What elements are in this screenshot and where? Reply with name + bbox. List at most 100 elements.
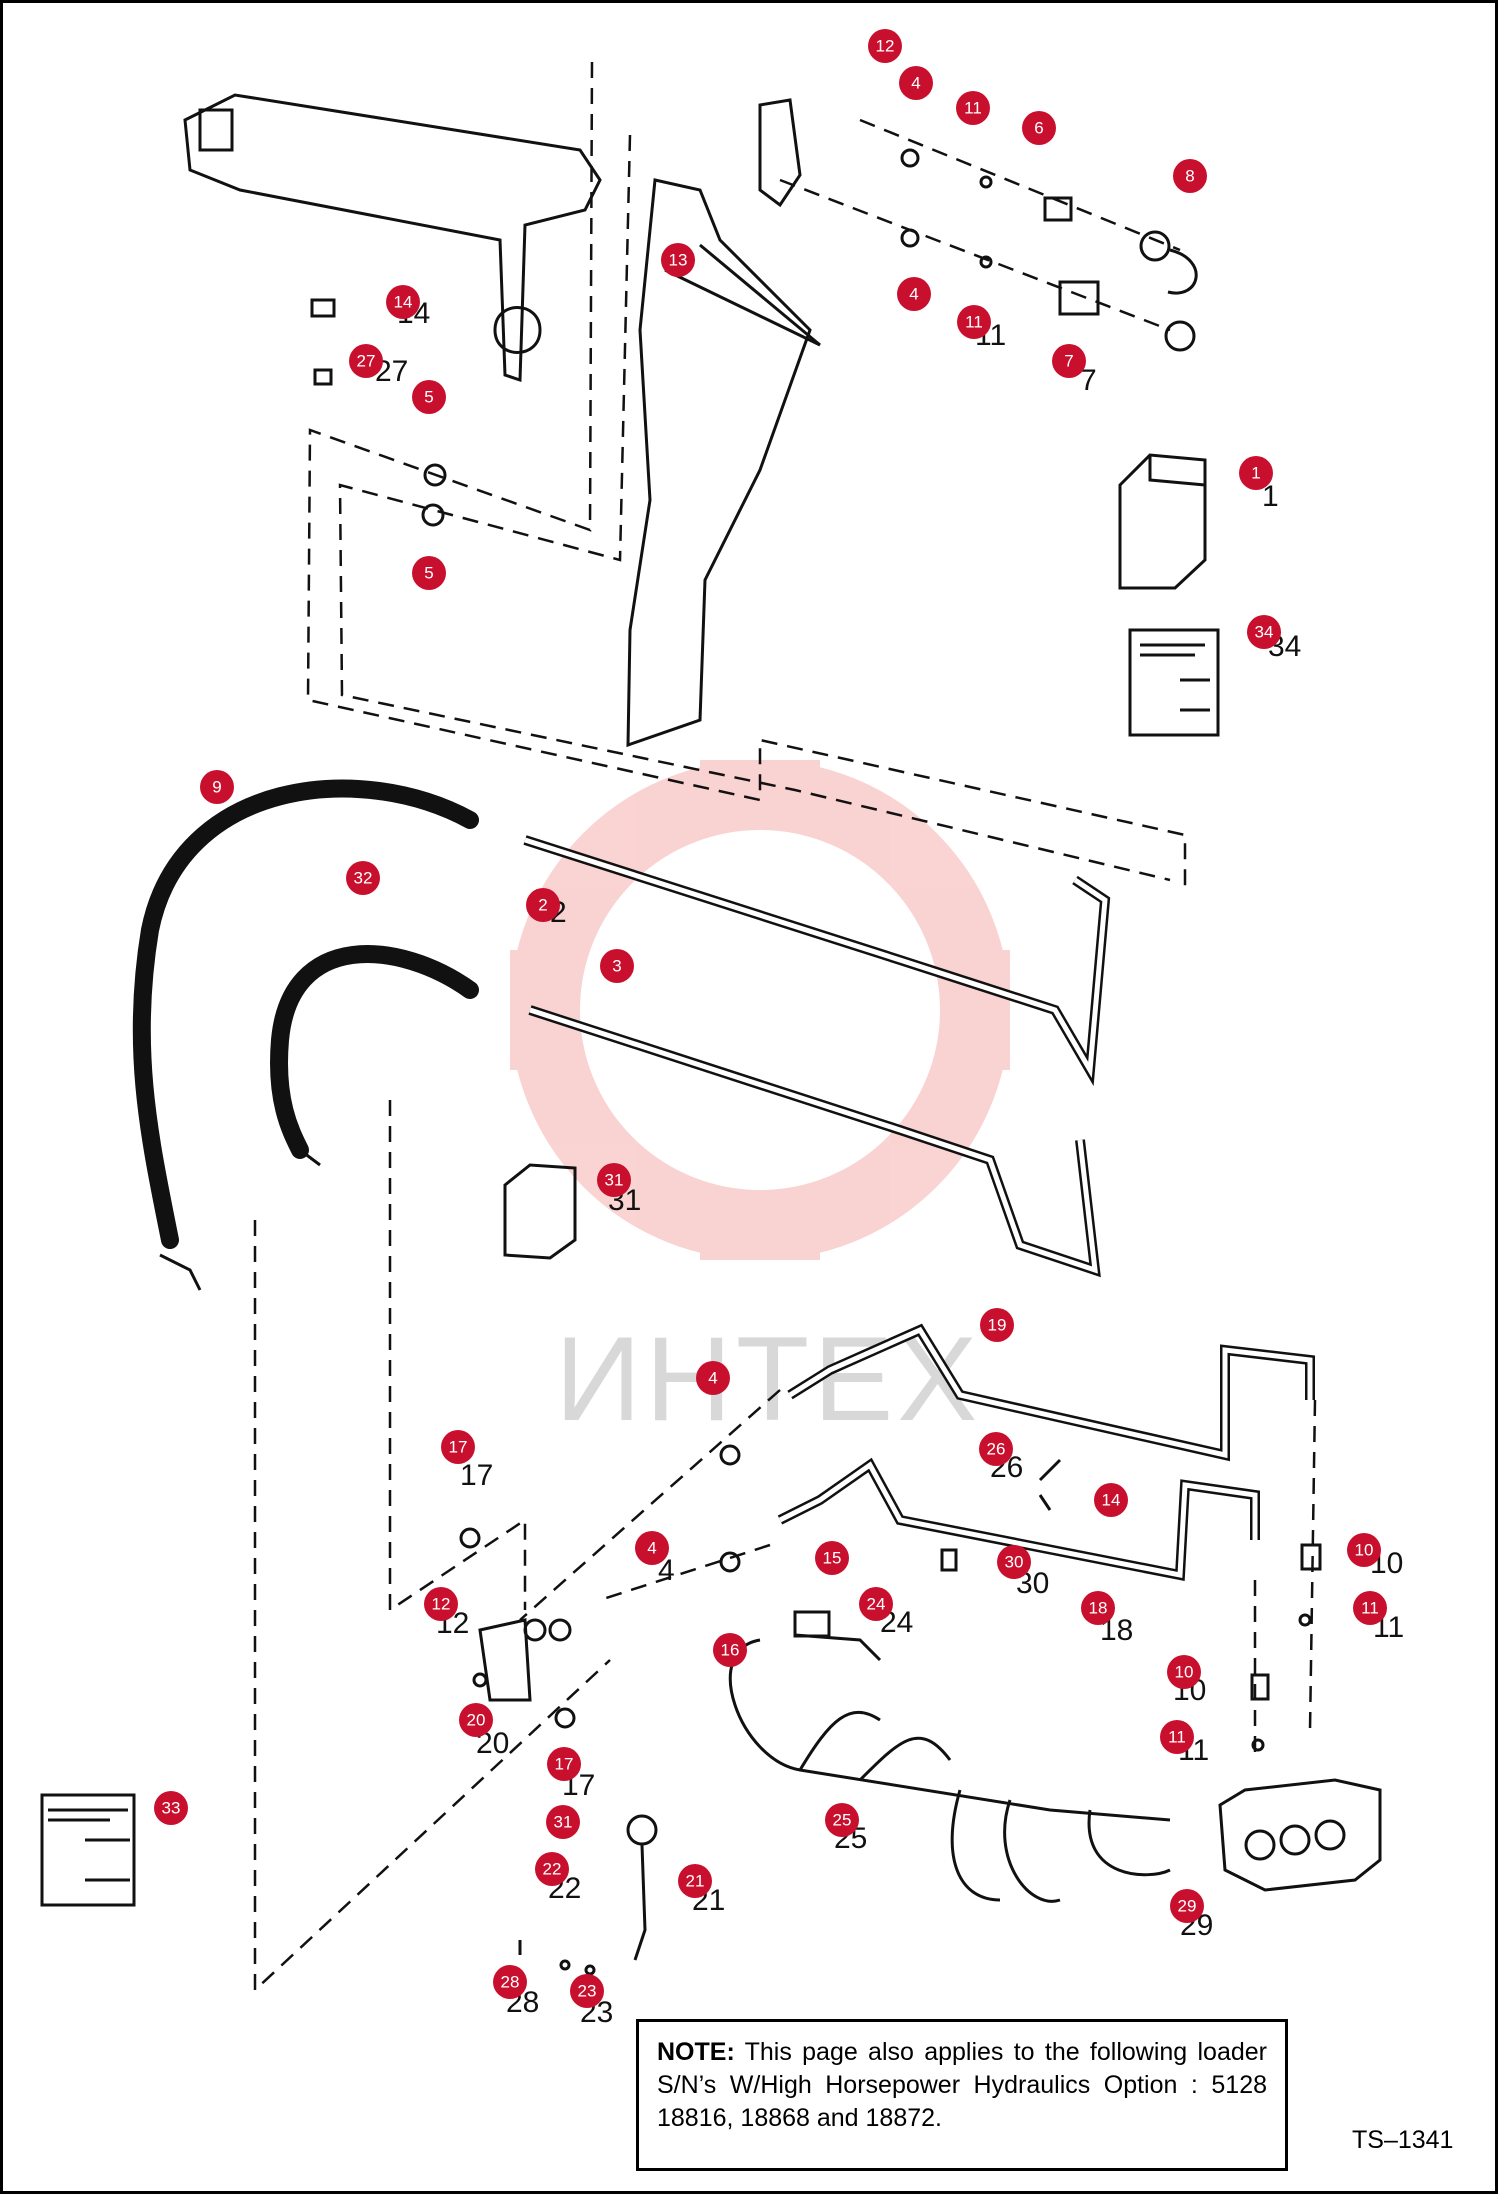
drawing-id: TS–1341	[1352, 2126, 1454, 2154]
hose-9	[132, 779, 479, 1291]
callout-label: 11	[964, 99, 982, 118]
callout-label: 18	[1089, 1599, 1108, 1618]
callout-c7: 7	[1052, 344, 1086, 378]
callout-circle	[154, 1791, 188, 1825]
callout-c21: 21	[678, 1864, 712, 1898]
callout-label: 7	[1064, 352, 1073, 371]
callout-label: 16	[721, 1641, 740, 1660]
callout-label: 22	[543, 1860, 562, 1879]
callout-circle	[980, 1308, 1014, 1342]
part-1-box	[1118, 453, 1207, 590]
callout-label: 6	[1034, 119, 1043, 138]
callout-label: 14	[1102, 1491, 1121, 1510]
callout-label: 21	[686, 1872, 705, 1891]
bracket-20	[472, 1618, 572, 1702]
callout-c2: 2	[526, 888, 560, 922]
callout-circle	[678, 1864, 712, 1898]
tube-18	[777, 1457, 1260, 1582]
hose-32	[270, 945, 479, 1167]
callout-c11c: 11	[1353, 1591, 1387, 1625]
callout-label: 26	[987, 1440, 1006, 1459]
callout-circle	[1239, 456, 1273, 490]
leader-lines-lower	[253, 1100, 1317, 1993]
callout-c5b: 5	[412, 556, 446, 590]
callout-c23: 23	[570, 1974, 604, 2008]
note-label: NOTE:	[657, 2038, 735, 2066]
callout-circle	[979, 1432, 1013, 1466]
callout-circle	[899, 66, 933, 100]
callout-circle	[346, 861, 380, 895]
callout-label: 33	[162, 1799, 181, 1818]
document-34-icon	[1128, 628, 1220, 737]
callout-circle	[956, 91, 990, 125]
ghost-number-2: 7	[1080, 364, 1097, 397]
callout-label: 10	[1355, 1541, 1374, 1560]
callout-c4a: 4	[899, 66, 933, 100]
callout-circle	[349, 344, 383, 378]
callout-label: 9	[212, 778, 221, 797]
callout-circle	[546, 1805, 580, 1839]
callout-circle	[868, 29, 902, 63]
callout-label: 5	[424, 564, 433, 583]
callout-c6: 6	[1022, 111, 1056, 145]
ghost-number-9: 17	[460, 1459, 493, 1492]
callout-circle	[1353, 1591, 1387, 1625]
tube-2	[523, 835, 1111, 1087]
callout-c10b: 10	[1167, 1655, 1201, 1689]
callout-label: 20	[467, 1711, 486, 1730]
callout-circle	[412, 556, 446, 590]
callout-circle	[547, 1747, 581, 1781]
callout-circle	[597, 1163, 631, 1197]
callout-label: 23	[578, 1982, 597, 2001]
callout-circle	[493, 1965, 527, 1999]
tube-3	[528, 1005, 1101, 1278]
callout-circle	[386, 285, 420, 319]
part-31-box	[503, 1163, 577, 1260]
callout-c11a: 11	[956, 91, 990, 125]
note-box: NOTE: This page also applies to the foll…	[636, 2019, 1288, 2171]
callout-circle	[696, 1361, 730, 1395]
switch-21	[518, 1814, 658, 1976]
callout-label: 34	[1255, 623, 1274, 642]
callout-circle	[1022, 111, 1056, 145]
callout-label: 12	[876, 37, 895, 56]
callout-circle	[1081, 1591, 1115, 1625]
callout-circle	[1052, 344, 1086, 378]
callout-c22: 22	[535, 1852, 569, 1886]
callout-circle	[570, 1974, 604, 2008]
callout-label: 14	[394, 293, 413, 312]
callout-c12b: 12	[424, 1587, 458, 1621]
callout-label: 25	[833, 1811, 852, 1830]
document-33-icon	[40, 1793, 136, 1907]
callout-label: 2	[538, 896, 547, 915]
wire-harness-25	[728, 1610, 1171, 1903]
callout-c10a: 10	[1347, 1533, 1381, 1567]
callout-label: 15	[823, 1549, 842, 1568]
callout-label: 11	[1361, 1599, 1379, 1618]
callout-c18: 18	[1081, 1591, 1115, 1625]
callout-circle	[459, 1703, 493, 1737]
callout-label: 3	[612, 957, 621, 976]
callout-c14a: 14	[386, 285, 420, 319]
callout-label: 4	[708, 1369, 717, 1388]
callout-c31a: 31	[597, 1163, 631, 1197]
callout-label: 27	[357, 352, 376, 371]
callout-c19: 19	[980, 1308, 1014, 1342]
small-fittings-lower	[459, 1444, 1322, 1752]
callout-c33: 33	[154, 1791, 188, 1825]
callout-label: 31	[605, 1171, 624, 1190]
callout-label: 28	[501, 1973, 520, 1992]
callout-c26: 26	[979, 1432, 1013, 1466]
callout-circle	[635, 1531, 669, 1565]
note-body: This page also applies to the following …	[657, 2038, 1267, 2132]
callout-label: 32	[354, 869, 373, 888]
callout-c1: 1	[1239, 456, 1273, 490]
callout-c28: 28	[493, 1965, 527, 1999]
callout-circle	[713, 1633, 747, 1667]
callout-c4d: 4	[635, 1531, 669, 1565]
callout-label: 11	[965, 313, 983, 332]
callout-c24: 24	[859, 1587, 893, 1621]
callout-c17b: 17	[547, 1747, 581, 1781]
